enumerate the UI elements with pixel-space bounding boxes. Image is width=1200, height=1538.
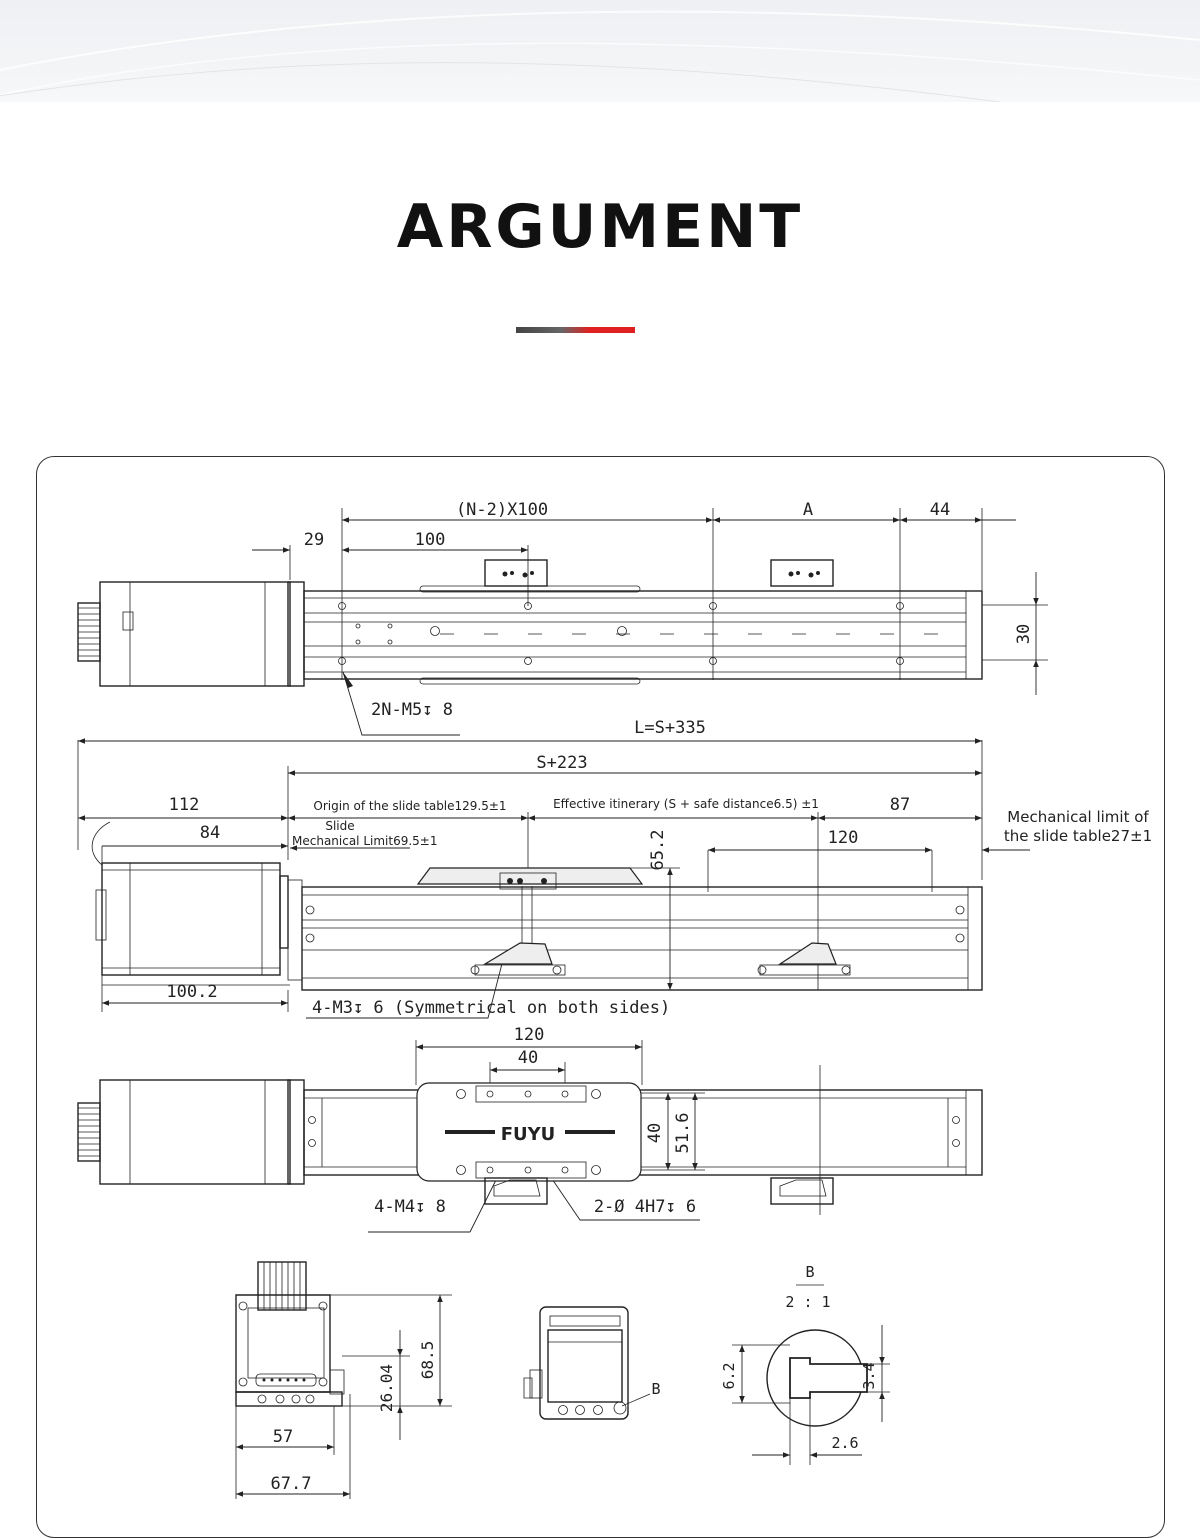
dim-a: A [803, 500, 813, 520]
label-slide: Slide [325, 819, 354, 833]
end-views: 57 67.7 26.04 68.5 B B [235, 1261, 890, 1499]
side-view: L=S+335 S+223 112 84 Origin of the slide… [77, 718, 1152, 1019]
dim-30: 30 [1014, 624, 1034, 644]
mark-b: B [651, 1380, 660, 1398]
brand-logo: FUYU [501, 1124, 556, 1145]
dim-112: 112 [169, 795, 200, 815]
dim-100-2: 100.2 [166, 982, 217, 1002]
dim-3-4: 3.4 [860, 1362, 878, 1389]
dim-s223: S+223 [536, 753, 587, 773]
dim-68-5: 68.5 [418, 1341, 437, 1380]
top-dimensions: (N-2)X100 A 44 29 100 30 2N-M5↧ 8 [252, 500, 1048, 736]
dim-57: 57 [273, 1427, 293, 1447]
dim-100: 100 [415, 530, 446, 550]
thread-top: 2N-M5↧ 8 [371, 700, 453, 720]
dim-40-bottom: 40 [518, 1048, 538, 1068]
side-motor [91, 821, 303, 986]
bottom-dimensions: 120 40 40 51.6 4-M4↧ 8 2-Ø 4H7↧ 6 [368, 1025, 821, 1233]
dim-26-04: 26.04 [377, 1364, 396, 1412]
bottom-rail: FUYU [303, 1082, 983, 1205]
drawing-panel [36, 456, 1165, 1538]
dim-65-2: 65.2 [648, 830, 668, 871]
detail-b-label: B [805, 1263, 814, 1281]
side-rail [301, 867, 983, 991]
page-title: ARGUMENT [396, 192, 804, 262]
top-view: (N-2)X100 A 44 29 100 30 2N-M5↧ 8 [77, 500, 1048, 736]
thread-bottom-right: 2-Ø 4H7↧ 6 [594, 1197, 696, 1217]
end-view-motor: 57 67.7 26.04 68.5 [235, 1261, 452, 1499]
dim-40-vertical: 40 [645, 1123, 665, 1143]
end-view-rail: B [523, 1306, 661, 1420]
bottom-view: 120 40 40 51.6 4-M4↧ 8 2-Ø 4H7↧ 6 [77, 1025, 983, 1233]
dim-120-side: 120 [828, 828, 859, 848]
label-origin: Origin of the slide table129.5±1 [313, 799, 506, 813]
thread-bottom-left: 4-M4↧ 8 [374, 1197, 446, 1217]
technical-drawing: (N-2)X100 A 44 29 100 30 2N-M5↧ 8 L=S+33… [77, 500, 1152, 1499]
bottom-motor [77, 1079, 305, 1185]
dim-44: 44 [930, 500, 950, 520]
dim-pitch: (N-2)X100 [456, 500, 548, 520]
detail-scale: 2 : 1 [785, 1293, 830, 1311]
title-underline [516, 327, 635, 333]
dim-84: 84 [200, 823, 220, 843]
dim-2-6: 2.6 [831, 1434, 858, 1452]
top-motor [77, 581, 305, 687]
label-mech-limit: Mechanical Limit69.5±1 [292, 834, 438, 848]
dim-6-2: 6.2 [720, 1362, 738, 1389]
dim-87: 87 [890, 795, 910, 815]
label-effective: Effective itinerary (S + safe distance6.… [553, 797, 819, 811]
header-wave-decoration [0, 10, 1200, 102]
dim-67-7: 67.7 [271, 1474, 312, 1494]
dim-29: 29 [304, 530, 324, 550]
dim-120-bottom: 120 [514, 1025, 545, 1045]
detail-b: B 2 : 1 6.2 3.4 2.6 [720, 1263, 890, 1465]
header-band [0, 0, 1200, 102]
label-mech-limit-right-1: Mechanical limit of [1007, 808, 1149, 826]
dim-length: L=S+335 [634, 718, 706, 738]
dim-51-6: 51.6 [673, 1113, 693, 1154]
thread-side: 4-M3↧ 6 (Symmetrical on both sides) [312, 998, 670, 1018]
top-rail [303, 559, 983, 685]
label-mech-limit-right-2: the slide table27±1 [1004, 827, 1152, 845]
side-dimensions: L=S+335 S+223 112 84 Origin of the slide… [77, 718, 1152, 1019]
